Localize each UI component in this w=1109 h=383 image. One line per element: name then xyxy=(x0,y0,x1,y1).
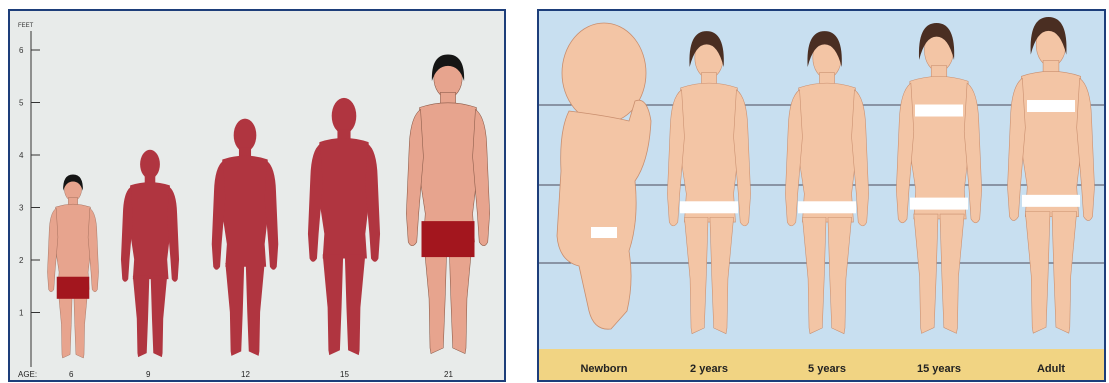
age-label-9: 9 xyxy=(146,370,151,379)
censor-bar xyxy=(591,227,617,238)
figure-row xyxy=(47,55,489,359)
age-label-21: 21 xyxy=(444,370,453,379)
figure-age-9 xyxy=(121,150,179,357)
figure-age-6 xyxy=(47,175,98,358)
stage-label: 15 years xyxy=(917,363,961,375)
figure-newborn xyxy=(557,23,651,329)
figure-15-years xyxy=(896,23,981,333)
body-silhouette xyxy=(121,150,179,357)
figure-2-years xyxy=(667,31,750,334)
body-silhouette xyxy=(308,98,380,355)
censor-bar xyxy=(910,198,968,210)
body xyxy=(1008,23,1095,333)
growth-stages-canvas: Newborn 2 years 5 years 15 years Adult xyxy=(539,11,1104,380)
censor-bar xyxy=(798,201,856,213)
age-labels: 6 9 12 15 21 xyxy=(69,370,453,379)
censor-bar xyxy=(1027,100,1075,112)
stage-label: 2 years xyxy=(690,363,728,375)
body xyxy=(896,29,981,333)
age-label-12: 12 xyxy=(241,370,250,379)
stage-label: Newborn xyxy=(580,363,627,375)
y-axis-label: FEET xyxy=(18,23,34,29)
shorts xyxy=(421,221,474,257)
drawn-body xyxy=(406,56,489,353)
censor-bar xyxy=(680,201,738,213)
y-axis-ticks: 1 2 3 4 5 6 xyxy=(19,46,40,318)
y-tick-label: 6 xyxy=(19,46,24,55)
y-tick-label: 4 xyxy=(19,151,24,160)
shorts xyxy=(57,277,90,299)
body xyxy=(667,37,750,334)
body xyxy=(785,37,868,334)
y-tick-label: 5 xyxy=(19,99,24,108)
figure-age-21 xyxy=(406,55,489,354)
figure-adult xyxy=(1008,17,1095,333)
body xyxy=(557,100,651,329)
age-label-6: 6 xyxy=(69,370,74,379)
drawn-body xyxy=(47,176,98,358)
censor-bar xyxy=(1022,195,1080,207)
y-tick-label: 3 xyxy=(19,204,24,213)
stage-label: 5 years xyxy=(808,363,846,375)
growth-stages-illustration: Newborn 2 years 5 years 15 years Adult xyxy=(537,9,1106,382)
stage-figures xyxy=(557,17,1094,334)
y-tick-label: 1 xyxy=(19,309,24,318)
body-silhouette xyxy=(212,119,278,356)
age-axis-label: AGE: xyxy=(18,370,37,379)
censor-bar xyxy=(915,105,963,117)
figure-age-12 xyxy=(212,119,278,356)
figure-5-years xyxy=(785,31,868,334)
age-label-15: 15 xyxy=(340,370,349,379)
stage-label: Adult xyxy=(1037,363,1065,375)
figure-age-15 xyxy=(308,98,380,355)
y-tick-label: 2 xyxy=(19,256,24,265)
